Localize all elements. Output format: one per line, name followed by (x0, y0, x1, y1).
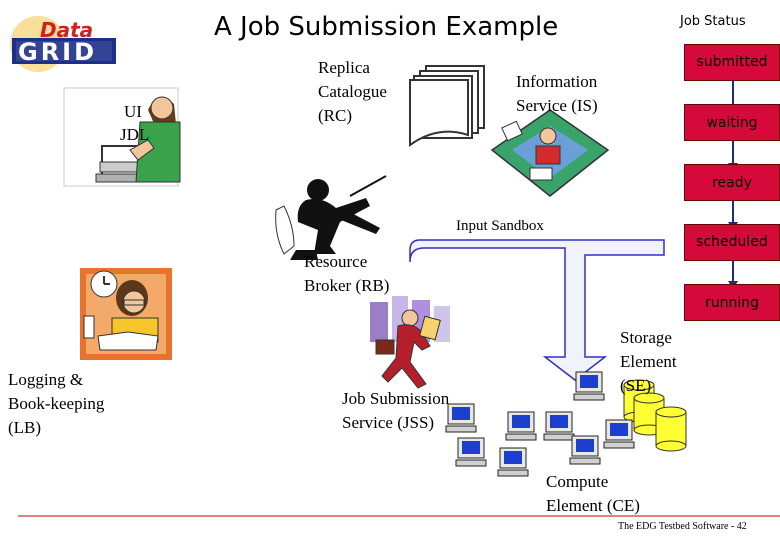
status-box-waiting (684, 104, 780, 141)
logging-bookkeeping-icon (80, 268, 172, 360)
jss-line2: Service (JSS) (342, 413, 435, 432)
compute-node-icon (603, 419, 635, 449)
status-box-running (684, 284, 780, 321)
compute-node-icon (455, 437, 487, 467)
compute-element-line2: Element (CE) (546, 496, 640, 515)
input-sandbox-arrow (409, 239, 665, 381)
job-status-header: Job Status (680, 14, 746, 29)
compute-node-icon (445, 403, 477, 433)
status-label-scheduled: scheduled (696, 234, 768, 250)
status-label-submitted: submitted (696, 54, 768, 70)
storage-element-line2: Element (620, 352, 677, 371)
storage-element-line1: Storage (620, 328, 672, 347)
compute-node-icon (573, 371, 605, 401)
compute-node-icon (569, 435, 601, 465)
information-service-line2: Service (IS) (516, 96, 598, 115)
compute-element-icon (445, 371, 635, 477)
datagrid-logo (10, 16, 116, 72)
compute-element-line1: Compute (546, 472, 609, 491)
status-box-ready (684, 164, 780, 201)
information-service-icon (490, 109, 610, 197)
logging-line1: Logging & (8, 370, 84, 389)
job-submission-service-icon (368, 296, 464, 390)
resource-broker-line1: Resource (304, 252, 368, 271)
compute-node-icon (497, 447, 529, 477)
logo-data-text: Data (40, 18, 94, 42)
footer-text: The EDG Testbed Software - 42 (618, 521, 747, 532)
jss-line1: Job Submission (342, 389, 450, 408)
ui-user-computer-icon (63, 87, 181, 187)
resource-broker-icon (275, 175, 387, 260)
storage-element-line3: (SE) (620, 376, 652, 395)
input-sandbox-label: Input Sandbox (456, 218, 544, 234)
compute-node-icon (543, 411, 575, 441)
replica-catalogue-line2: Catalogue (318, 82, 387, 101)
replica-catalogue-line3: (RC) (318, 106, 352, 125)
storage-element-icon (623, 379, 687, 452)
replica-catalogue-line1: Replica (318, 58, 370, 77)
status-label-ready: ready (712, 175, 752, 191)
resource-broker-line2: Broker (RB) (304, 276, 390, 295)
logo-grid-text: GRID (18, 38, 98, 66)
information-service-line1: Information (516, 72, 598, 91)
page-title: A Job Submission Example (214, 12, 559, 42)
status-label-running: running (704, 295, 760, 311)
logging-line2: Book-keeping (8, 394, 105, 413)
status-label-waiting: waiting (706, 115, 758, 131)
status-box-scheduled (684, 224, 780, 261)
logging-line3: (LB) (8, 418, 42, 437)
ui-label: UI (124, 102, 142, 121)
jdl-label: JDL (120, 125, 150, 144)
replica-catalogue-icon (409, 65, 485, 147)
compute-node-icon (505, 411, 537, 441)
